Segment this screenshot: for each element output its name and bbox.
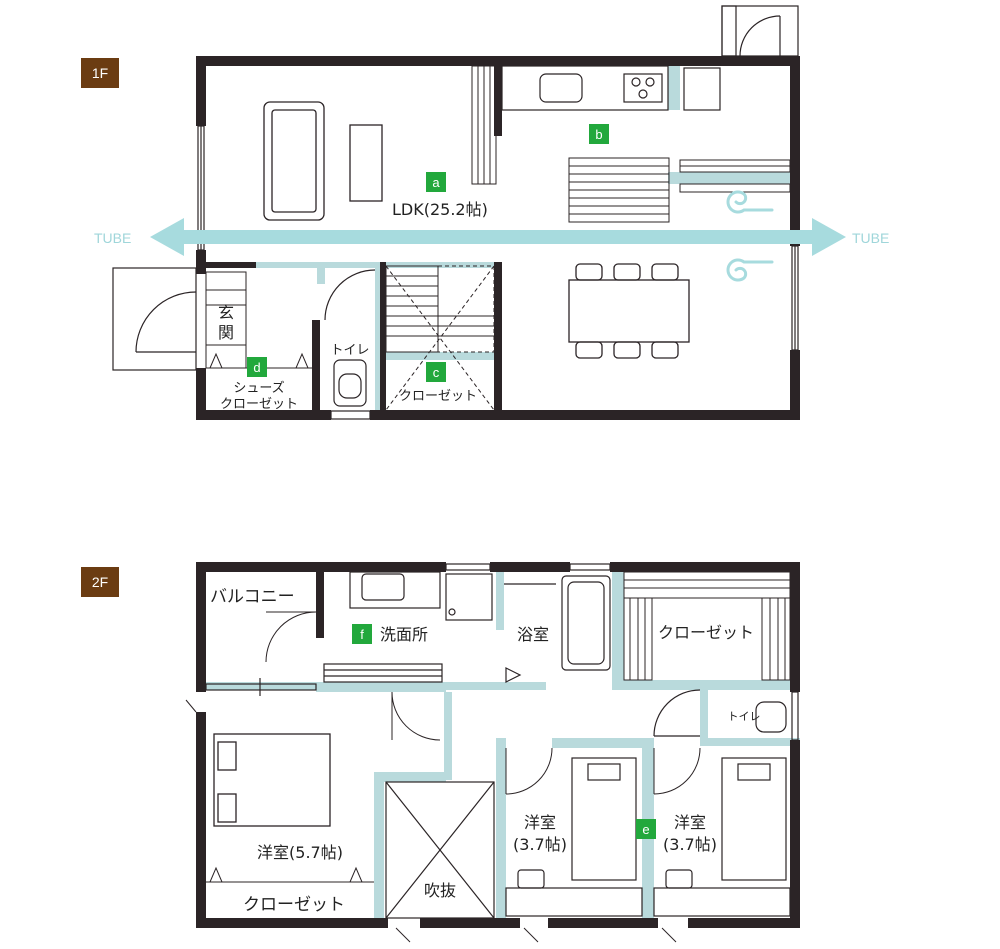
marker-d bbox=[247, 357, 267, 377]
room-closet-bottom: クローゼット bbox=[243, 895, 345, 915]
marker-a-label: a bbox=[432, 175, 440, 190]
room-ldk: LDK(25.2帖) bbox=[392, 200, 488, 219]
room-genkan-1: 玄 bbox=[218, 303, 234, 322]
tube-label-right: TUBE bbox=[852, 230, 889, 246]
room-shoe-closet-2: クローゼット bbox=[220, 397, 298, 412]
tube-label-left: TUBE bbox=[94, 230, 131, 246]
closet-right-shelves bbox=[623, 571, 791, 681]
room-genkan-2: 関 bbox=[218, 323, 234, 342]
first-floor-plan: 1F bbox=[81, 5, 889, 420]
marker-e-label: e bbox=[642, 822, 649, 837]
room-western-1-size: (3.7帖) bbox=[513, 835, 567, 854]
dining-table bbox=[568, 263, 690, 359]
marker-f-label: f bbox=[360, 627, 364, 642]
partitions-2f bbox=[206, 570, 800, 918]
tube-arrow bbox=[150, 218, 846, 256]
room-toilet-1f: トイレ bbox=[330, 343, 369, 358]
doors-2f bbox=[185, 691, 701, 943]
room-western-2-name: 洋室 bbox=[674, 813, 706, 832]
toilet-fixture-1f bbox=[324, 269, 376, 407]
staircase bbox=[385, 265, 495, 411]
partitions-1f bbox=[201, 65, 792, 412]
main-bed bbox=[213, 733, 331, 827]
marker-b bbox=[589, 124, 609, 144]
windows-2f bbox=[205, 563, 799, 741]
room-shoe-closet-1: シューズ bbox=[233, 380, 284, 396]
wind-icon bbox=[726, 190, 774, 282]
kitchen-counter bbox=[501, 65, 721, 111]
marker-e bbox=[636, 819, 656, 839]
floor-label-1f: 1F bbox=[92, 65, 108, 81]
room-main-bedroom: 洋室(5.7帖) bbox=[257, 843, 343, 862]
marker-b-label: b bbox=[595, 127, 602, 142]
marker-d-label: d bbox=[253, 360, 260, 375]
marker-c bbox=[426, 362, 446, 382]
entrance-porch bbox=[112, 267, 197, 371]
room-fukinuke: 吹抜 bbox=[424, 881, 456, 900]
second-floor-plan: 2F bbox=[81, 562, 800, 943]
marker-c-label: c bbox=[433, 365, 440, 380]
toilet-fixture-2f bbox=[653, 689, 787, 737]
bathtub bbox=[504, 575, 611, 683]
room-washroom: 洗面所 bbox=[380, 625, 428, 644]
floor-label-2f: 2F bbox=[92, 574, 108, 590]
balcony-area bbox=[265, 611, 317, 663]
room-toilet-2f: トイレ bbox=[728, 710, 761, 723]
closet-bottom bbox=[206, 866, 374, 883]
room-western-1-name: 洋室 bbox=[524, 813, 556, 832]
room-western-2-size: (3.7帖) bbox=[663, 835, 717, 854]
walls-1f bbox=[196, 56, 800, 420]
room-balcony: バルコニー bbox=[210, 587, 295, 607]
coffee-table bbox=[349, 124, 383, 202]
walls-2f bbox=[196, 562, 800, 928]
marker-a bbox=[426, 172, 446, 192]
bed-room-b bbox=[653, 757, 791, 917]
back-door-1f bbox=[721, 5, 799, 57]
partition-louver-1f bbox=[471, 65, 497, 185]
floor-tag-1f bbox=[81, 58, 119, 88]
room-closet-right: クローゼット bbox=[658, 623, 754, 642]
windows-1f bbox=[197, 125, 799, 420]
sofa bbox=[263, 101, 325, 221]
fukinuke-void bbox=[385, 781, 495, 919]
kitchen-island bbox=[568, 157, 791, 223]
wash-basin bbox=[323, 571, 493, 683]
floor-tag-2f bbox=[81, 567, 119, 597]
room-bath: 浴室 bbox=[517, 625, 549, 644]
marker-f bbox=[352, 624, 372, 644]
room-closet-1f: クローゼット bbox=[399, 389, 477, 404]
